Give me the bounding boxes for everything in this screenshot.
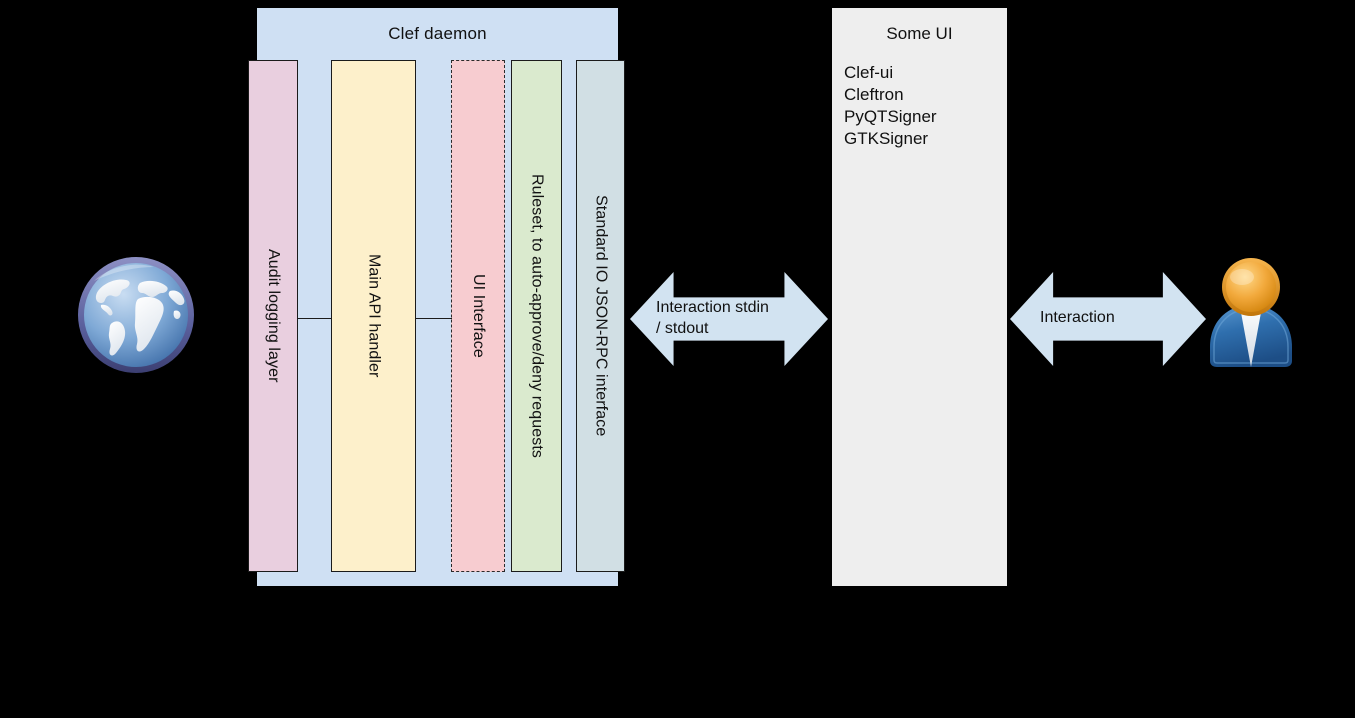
some-ui-list-item: PyQTSigner: [844, 107, 937, 126]
connector-main-api-to-ui-interface: [415, 318, 452, 319]
some-ui-list-item: Cleftron: [844, 85, 904, 104]
arrow-some-ui-to-user-label: Interaction: [1040, 309, 1115, 326]
globe-icon: [74, 253, 198, 377]
some-ui-title: Some UI: [886, 24, 953, 43]
arrow-clef-to-some-ui-label: Interaction stdin / stdout: [656, 299, 769, 337]
clef-column-ruleset-label: Ruleset, to auto-approve/deny requests: [528, 174, 546, 458]
some-ui-list: Clef-ui Cleftron PyQTSigner GTKSigner: [844, 62, 937, 150]
clef-column-main-api-handler-label: Main API handler: [365, 254, 383, 378]
clef-daemon-container: Clef daemon: [257, 8, 618, 586]
connector-audit-to-main-api: [297, 318, 332, 319]
clef-column-standard-io-jsonrpc-interface: Standard IO JSON-RPC interface: [576, 60, 625, 572]
clef-column-main-api-handler: Main API handler: [331, 60, 416, 572]
clef-column-audit-logging-layer-label: Audit logging layer: [265, 249, 282, 383]
clef-column-ruleset: Ruleset, to auto-approve/deny requests: [511, 60, 562, 572]
clef-column-ui-interface: UI Interface: [451, 60, 505, 572]
clef-column-ui-interface-label: UI Interface: [470, 274, 487, 358]
clef-column-standard-io-jsonrpc-interface-label: Standard IO JSON-RPC interface: [592, 195, 610, 437]
some-ui-panel: Some UI Clef-ui Cleftron PyQTSigner GTKS…: [832, 8, 1007, 586]
clef-column-audit-logging-layer: Audit logging layer: [248, 60, 298, 572]
clef-daemon-title: Clef daemon: [388, 24, 487, 43]
some-ui-list-item: Clef-ui: [844, 63, 894, 82]
globe-icon-svg: [78, 257, 194, 373]
user-icon: [1204, 257, 1298, 369]
some-ui-list-item: GTKSigner: [844, 129, 929, 148]
user-icon-svg: [1210, 258, 1292, 367]
